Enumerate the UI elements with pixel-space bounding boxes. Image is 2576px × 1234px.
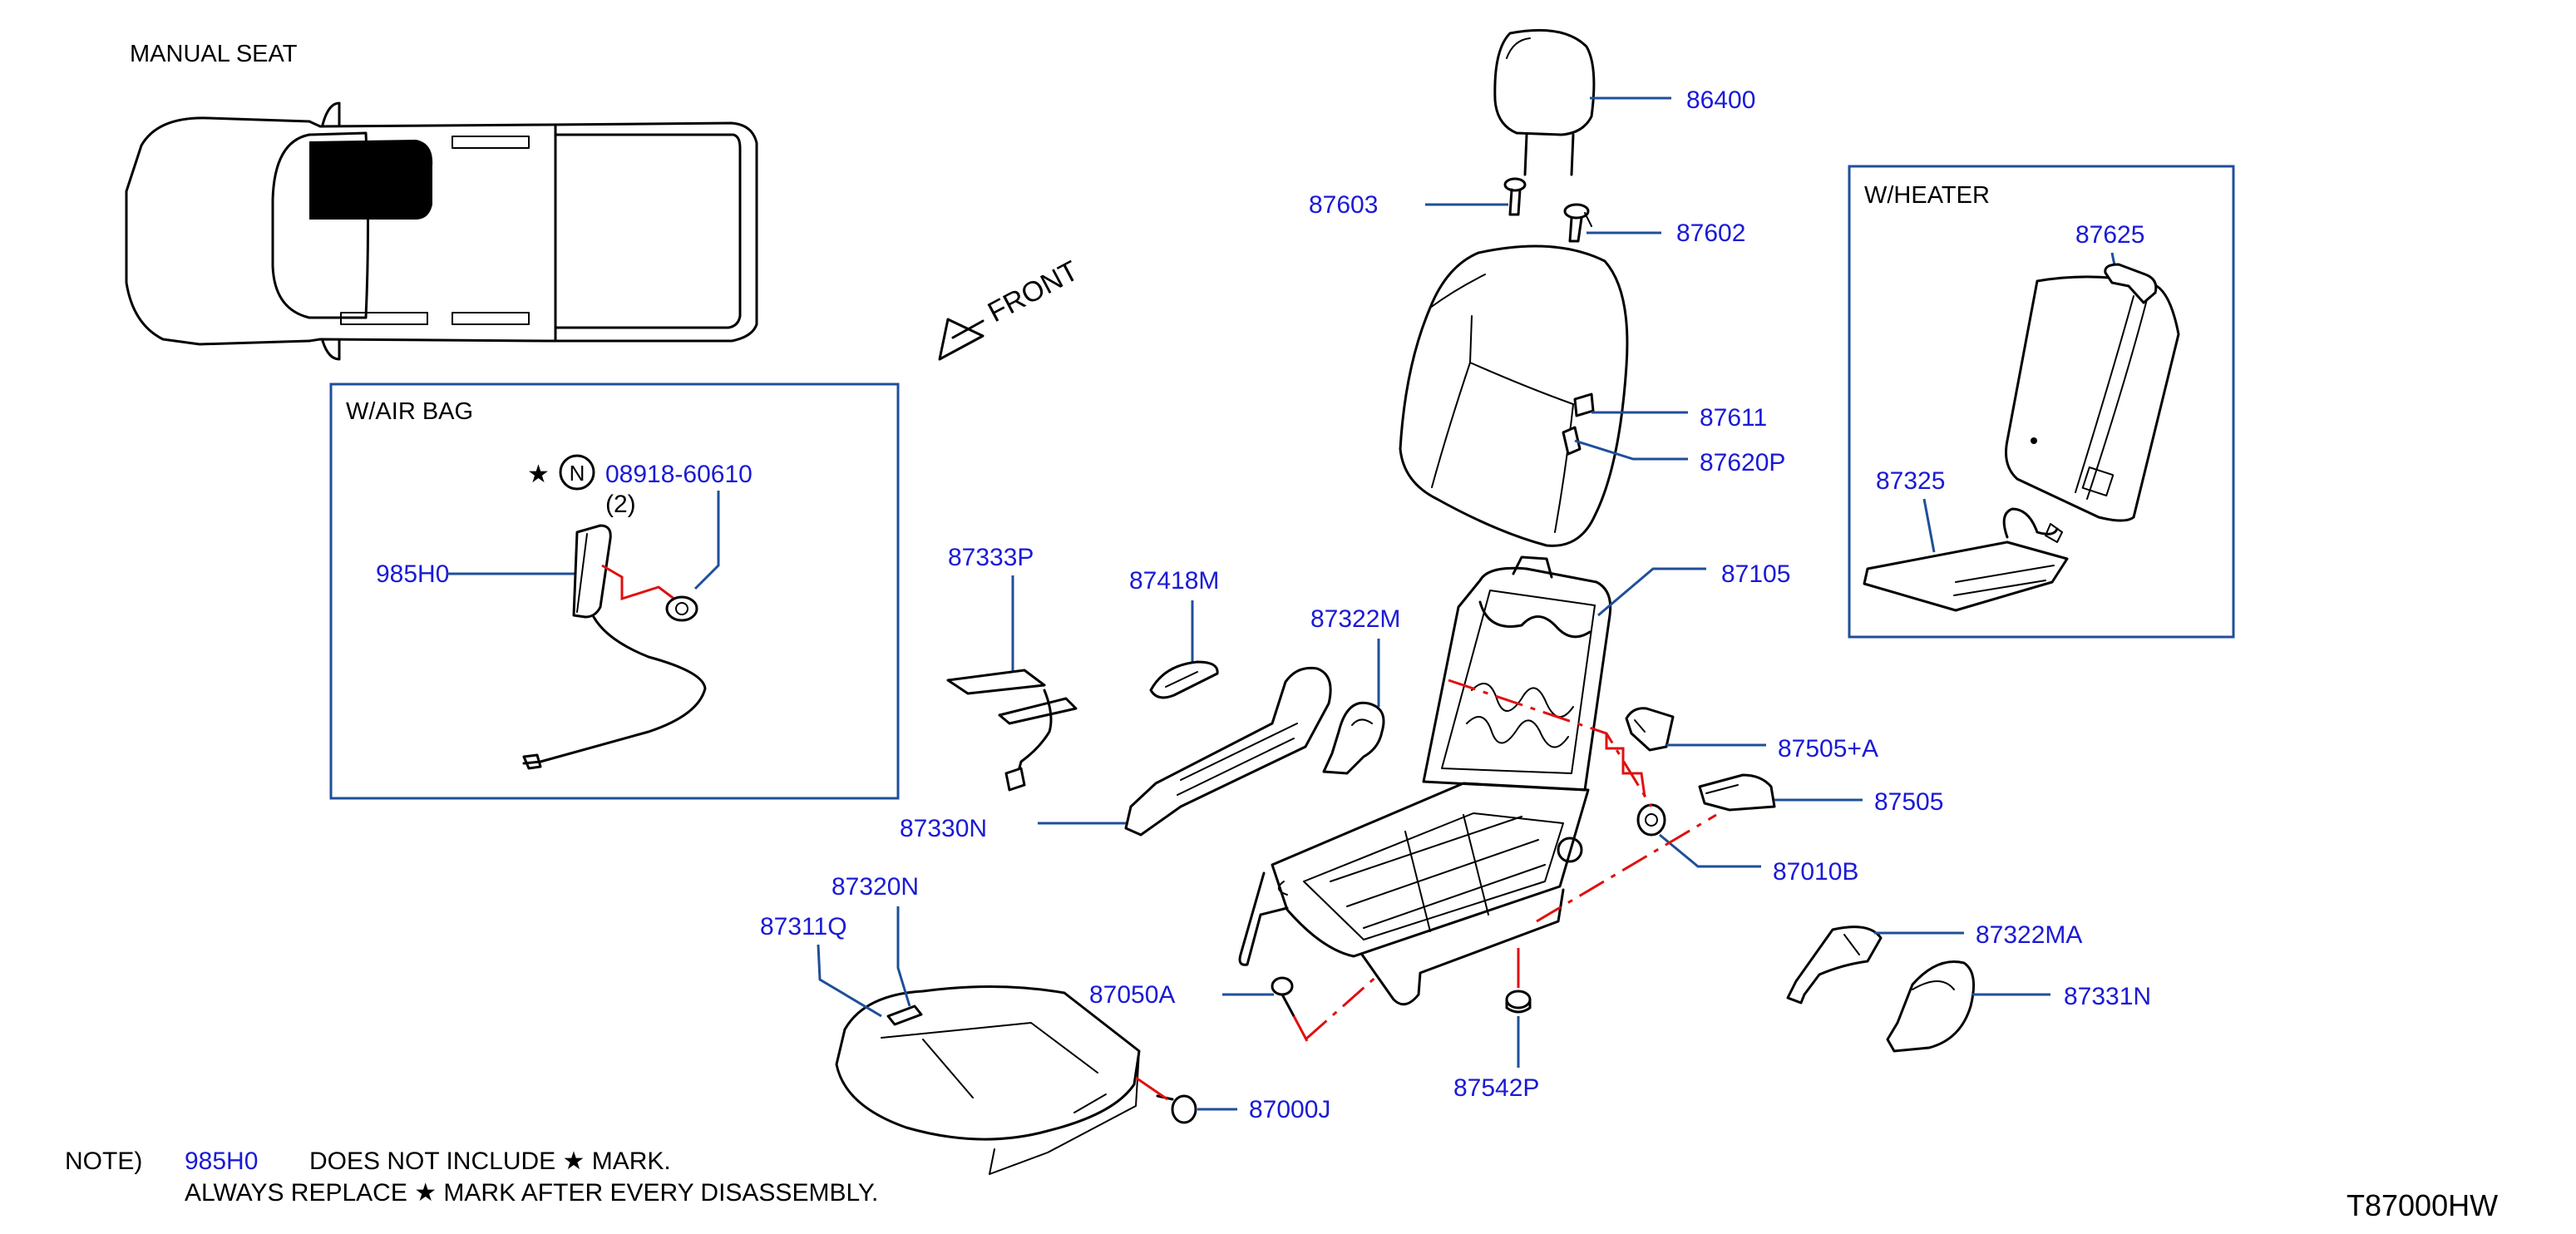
seat-type-label: MANUAL SEAT [130,41,298,67]
cover-inner-icon [1322,701,1385,775]
label-87322M: 87322M [1310,605,1400,633]
label-87050A: 87050A [1089,981,1175,1009]
seat-frame-icon [1238,555,1612,1006]
label-87620P: 87620P [1700,449,1785,476]
front-arrow-label: FRONT [983,255,1083,329]
trim-clip-icon [1562,392,1595,456]
label-87000J: 87000J [1249,1096,1330,1123]
label-87603: 87603 [1309,191,1378,219]
n-symbol-circle [559,454,595,491]
label-87311Q: 87311Q [760,913,847,940]
headrest-guide-lock-icon [1563,203,1592,243]
label-87010B: 87010B [1773,858,1858,886]
clip-grommet-icon [1505,990,1532,1014]
heater-title: W/HEATER [1864,182,1990,209]
label-86400: 86400 [1686,86,1755,114]
label-87542P: 87542P [1453,1074,1539,1102]
vehicle-top-view-icon [125,101,758,361]
label-87418M: 87418M [1129,567,1219,595]
drawing-code: T87000HW [2347,1188,2498,1222]
front-direction-arrow-icon [938,318,985,361]
label-87602: 87602 [1676,220,1745,247]
label-87333P: 87333P [948,544,1034,571]
heater-cushion-pad-icon [1863,507,2069,612]
label-87505: 87505 [1874,788,1943,816]
label-87331N: 87331N [2064,983,2151,1010]
finisher-icon [1698,773,1776,812]
heater-seatback-pad-icon [2005,263,2180,522]
cover-outer-icon [1786,926,1883,1004]
knob-icon [1149,660,1219,699]
pin-clip-icon [1156,1094,1197,1124]
bolt-icon [1271,976,1295,1018]
headrest-guide-free-icon [1503,177,1527,216]
note-line1: DOES NOT INCLUDE ★ MARK. [309,1148,671,1175]
trim-hook-icon [886,1004,923,1026]
label-87625: 87625 [2075,221,2144,249]
label-87325: 87325 [1876,467,1945,495]
qty-label: (2) [605,491,636,518]
label-87322MA: 87322MA [1976,921,2082,949]
side-cover-outer-icon [1886,960,1976,1053]
recliner-lever-icon [946,669,1078,792]
label-87505A: 87505+A [1778,735,1878,763]
label-87611: 87611 [1700,404,1767,432]
finisher-a-icon [1625,707,1675,752]
seat-cushion-trim-icon [835,985,1141,1175]
air-bag-module-icon [522,524,707,770]
note-ref-985H0: 985H0 [185,1148,258,1175]
side-cover-icon [1124,666,1332,837]
star-mark-icon: ★ [527,461,550,488]
seatback-trim-icon [1399,244,1629,547]
label-985H0: 985H0 [376,560,449,588]
note-prefix: NOTE) [65,1148,142,1175]
note-line2: ALWAYS REPLACE ★ MARK AFTER EVERY DISASS… [185,1179,878,1207]
air-bag-title: W/AIR BAG [346,398,473,425]
n-symbol-label: N [570,461,585,486]
bushing-icon [1636,803,1666,837]
label-87105: 87105 [1721,560,1790,588]
label-08918-60610: 08918-60610 [605,461,753,488]
label-87320N: 87320N [832,873,919,901]
heater-box [1848,165,2235,639]
label-87330N: 87330N [900,815,987,842]
air-bag-box [329,383,900,800]
headrest-icon [1493,28,1596,176]
